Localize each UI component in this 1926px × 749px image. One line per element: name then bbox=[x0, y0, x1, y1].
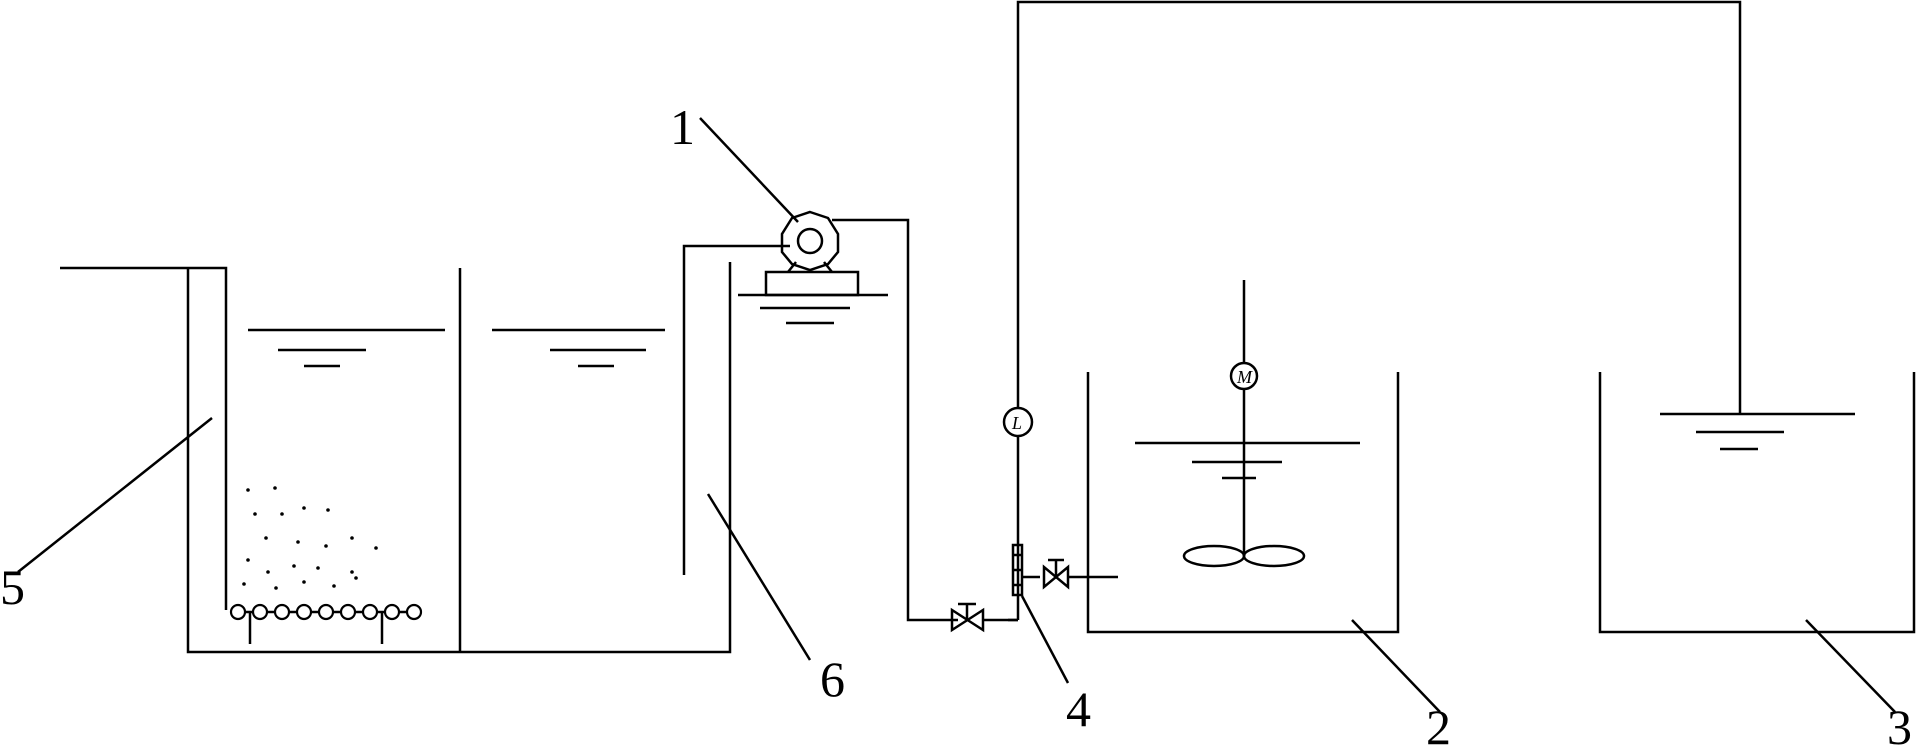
water-level-symbol bbox=[492, 328, 665, 368]
bubble-dot bbox=[264, 536, 268, 540]
flowmeter bbox=[1011, 543, 1024, 597]
label-collector: 3 bbox=[1887, 699, 1912, 749]
bubble-dot bbox=[332, 584, 336, 588]
bubble-dot bbox=[354, 576, 358, 580]
recirculation-pipe bbox=[1016, 0, 1742, 620]
diffuser-nozzle bbox=[361, 603, 379, 621]
impeller-blade bbox=[1242, 544, 1306, 568]
water-level-symbol bbox=[1135, 441, 1360, 480]
diffuser-nozzle bbox=[405, 603, 423, 621]
pump-base bbox=[764, 270, 860, 297]
bubble-dot bbox=[253, 512, 257, 516]
label-baffle: 6 bbox=[820, 651, 845, 707]
diffuser-nozzle bbox=[273, 603, 291, 621]
leader-line-2 bbox=[1351, 619, 1441, 713]
impeller-blade bbox=[1182, 544, 1246, 568]
collection-tank bbox=[1598, 372, 1916, 634]
leader-line-6 bbox=[706, 493, 812, 661]
inlet-pipe bbox=[60, 266, 228, 610]
bubble-dot bbox=[280, 512, 284, 516]
bubble-dot bbox=[266, 570, 270, 574]
leader-line-3 bbox=[1805, 619, 1896, 713]
diffuser-nozzle bbox=[295, 603, 313, 621]
label-reactor: 2 bbox=[1426, 699, 1451, 749]
bubble-dot bbox=[246, 488, 250, 492]
discharge-pipe bbox=[832, 218, 958, 622]
bubble-dot bbox=[302, 580, 306, 584]
diffuser-nozzle bbox=[339, 603, 357, 621]
diffuser-nozzle bbox=[251, 603, 269, 621]
level-gauge-icon: L bbox=[1002, 406, 1034, 438]
label-flowmeter: 4 bbox=[1066, 681, 1091, 737]
gate-valve-icon bbox=[950, 602, 985, 633]
bubble-dot bbox=[350, 570, 354, 574]
diffuser-nozzle bbox=[317, 603, 335, 621]
level-gauge-letter: L bbox=[1011, 413, 1022, 433]
air-bubbles bbox=[242, 486, 378, 590]
bubble-dot bbox=[324, 544, 328, 548]
reactor-vessel bbox=[1086, 372, 1400, 634]
leader-line-5 bbox=[17, 417, 213, 573]
bubble-dot bbox=[296, 540, 300, 544]
diffuser-nozzle bbox=[229, 603, 247, 621]
storage-tank bbox=[60, 248, 732, 654]
leader-line-1 bbox=[699, 117, 799, 223]
bubble-dot bbox=[302, 506, 306, 510]
suction-pipe bbox=[682, 244, 790, 248]
bubble-dot bbox=[316, 566, 320, 570]
water-level-symbol bbox=[1660, 412, 1855, 451]
water-level-symbol bbox=[248, 328, 445, 368]
bubble-dot bbox=[292, 564, 296, 568]
bubble-dot bbox=[326, 508, 330, 512]
feed-valve-icon bbox=[1042, 558, 1070, 590]
motor-letter: M bbox=[1236, 367, 1253, 387]
bubble-dot bbox=[246, 558, 250, 562]
label-tank: 5 bbox=[0, 559, 25, 615]
label-pump: 1 bbox=[670, 99, 695, 155]
diffuser-nozzle bbox=[383, 603, 401, 621]
bubble-dot bbox=[273, 486, 277, 490]
leader-line-4 bbox=[1020, 595, 1070, 684]
aeration-diffuser bbox=[229, 603, 423, 644]
pump bbox=[738, 210, 888, 325]
stirrer: M bbox=[1182, 280, 1306, 568]
bubble-dot bbox=[374, 546, 378, 550]
bubble-dot bbox=[350, 536, 354, 540]
bubble-dot bbox=[274, 586, 278, 590]
bubble-dot bbox=[242, 582, 246, 586]
pump-icon bbox=[780, 210, 840, 272]
